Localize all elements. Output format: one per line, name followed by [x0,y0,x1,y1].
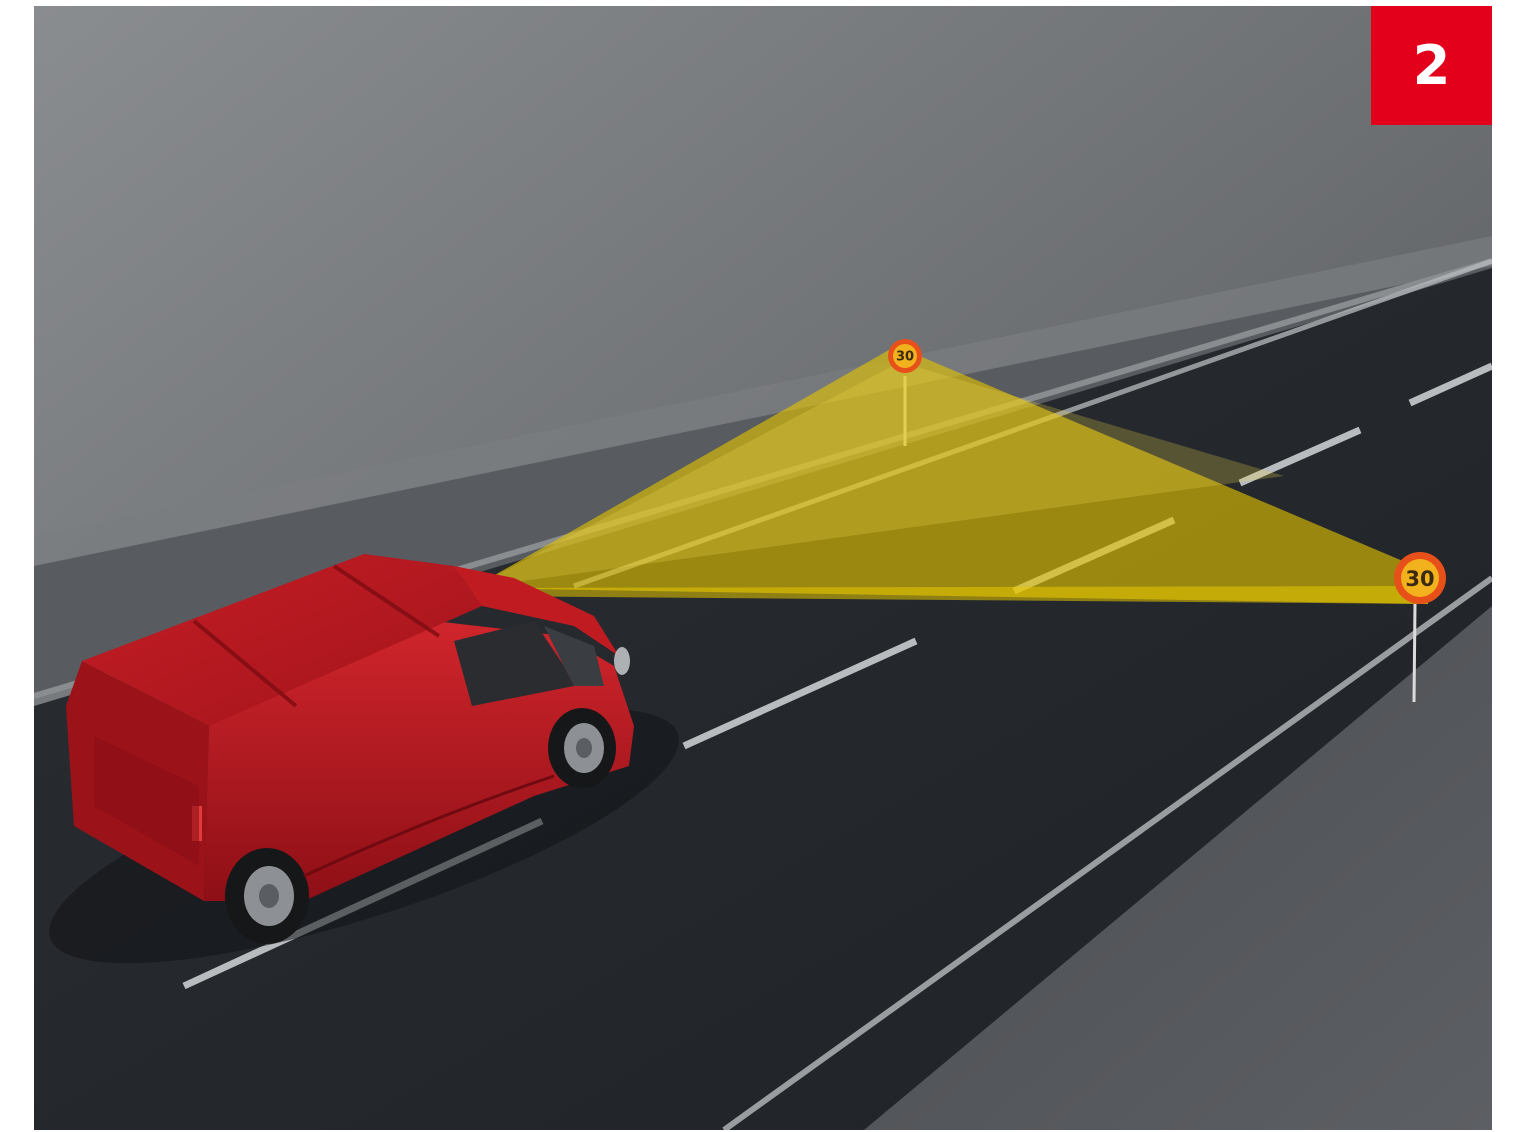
speed-limit-sign-near: 30 [1394,552,1446,604]
sign-near-text: 30 [1405,567,1434,591]
sign-pole-near [1414,604,1415,702]
step-number: 2 [1413,34,1451,97]
front-wheel [548,708,616,788]
sign-far-text: 30 [896,350,914,365]
speed-limit-sign-far: 30 [888,339,922,373]
rear-wheel [225,848,309,944]
step-number-badge: 2 [1371,6,1492,125]
road-scene: 30 30 [34,6,1492,1130]
